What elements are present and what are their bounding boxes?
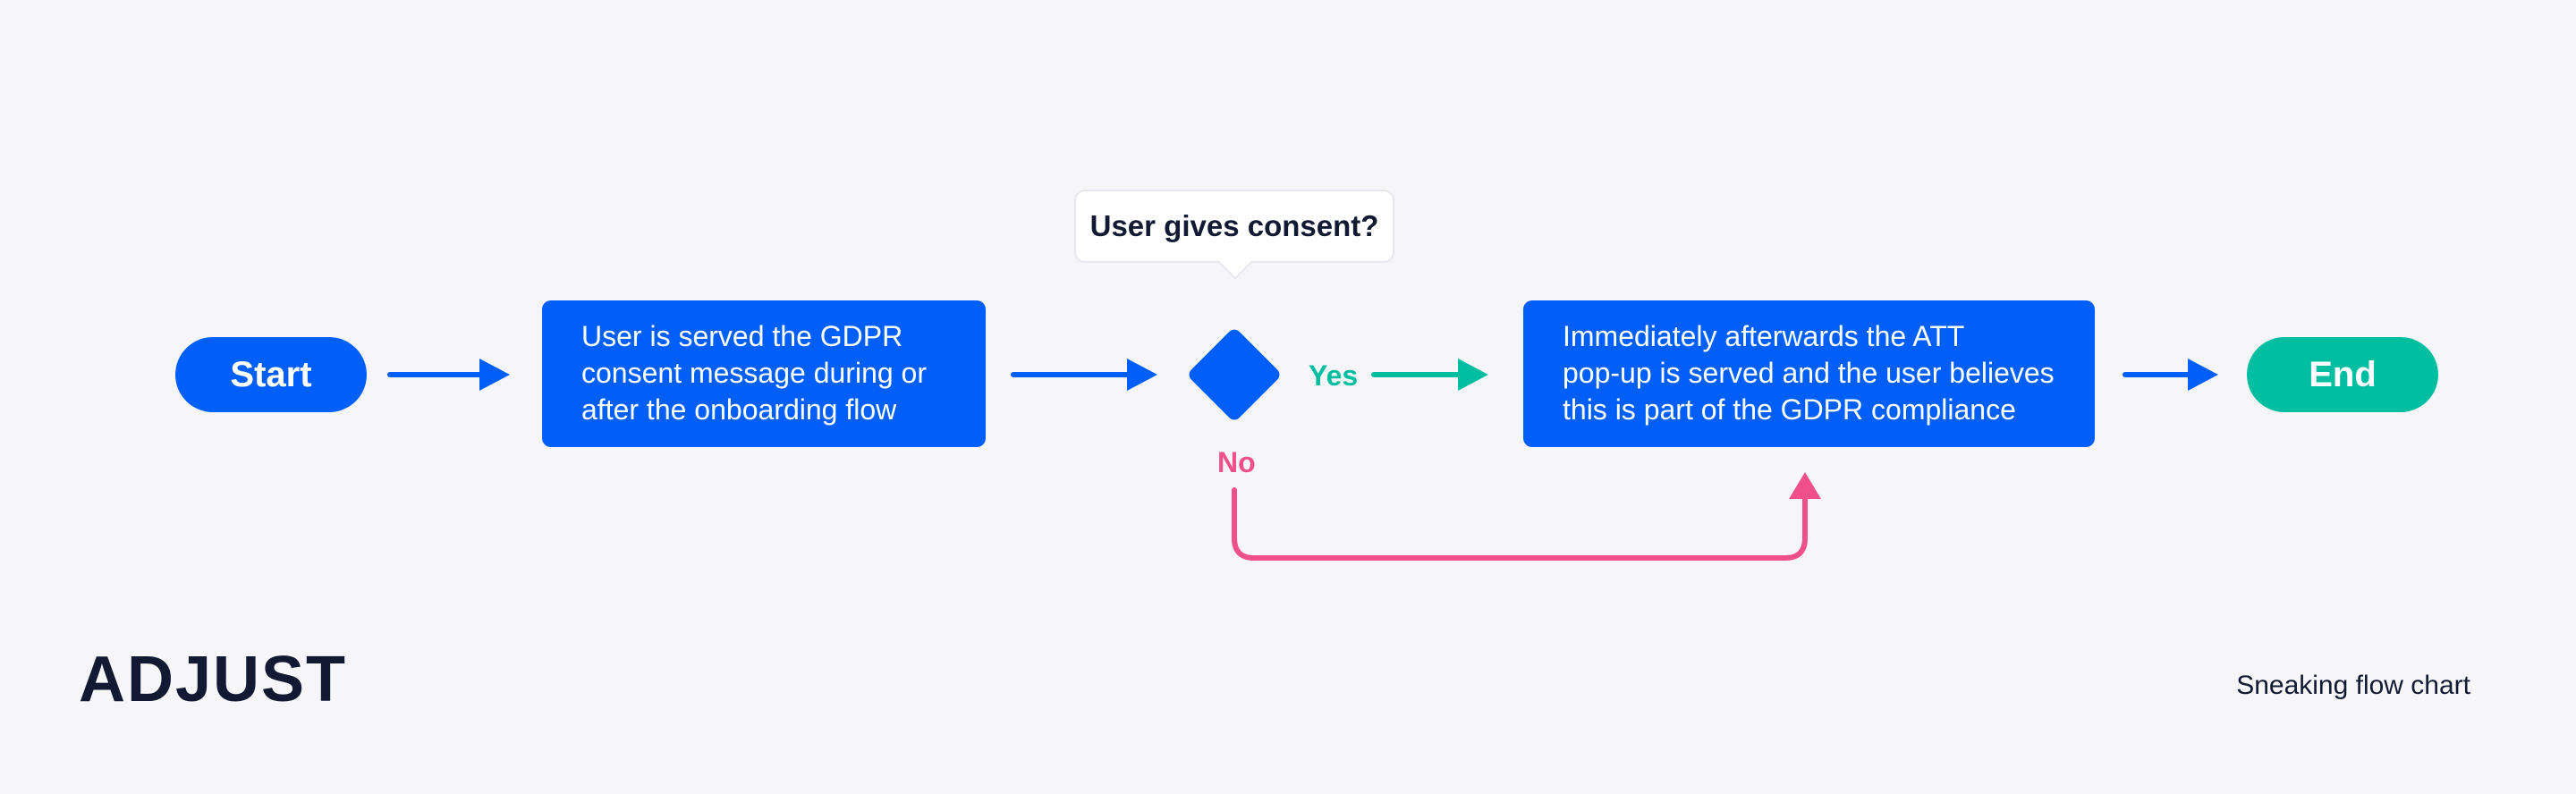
step1-line-1: User is served the GDPR — [581, 320, 903, 352]
step2-line-2: pop-up is served and the user believes — [1563, 357, 2055, 389]
arrow-yes-to-step2 — [1371, 359, 1488, 391]
adjust-logo-wordmark: ADJUST — [79, 644, 347, 715]
end-label: End — [2309, 354, 2377, 394]
adjust-logo: ADJUST — [79, 644, 424, 715]
arrow-step2-to-end — [2123, 359, 2218, 391]
adjust-logo-text: ADJUST — [79, 644, 347, 715]
step2-line-1: Immediately afterwards the ATT — [1563, 320, 1965, 352]
end-node: End — [2247, 337, 2438, 412]
step-att-popup: Immediately afterwards the ATT pop-up is… — [1523, 300, 2095, 447]
arrow-start-to-step1 — [387, 359, 510, 391]
step-gdpr-consent: User is served the GDPR consent message … — [542, 300, 986, 447]
step1-line-3: after the onboarding flow — [581, 393, 897, 426]
yes-label: Yes — [1309, 359, 1359, 392]
start-node: Start — [175, 337, 367, 412]
step2-line-3: this is part of the GDPR compliance — [1563, 393, 2016, 426]
arrow-step1-to-decision — [1011, 359, 1157, 391]
decision-question: User gives consent? — [1089, 209, 1379, 242]
chart-caption: Sneaking flow chart — [2236, 671, 2470, 700]
start-label: Start — [230, 354, 312, 394]
no-label: No — [1217, 446, 1256, 478]
arrow-no-loop — [1232, 472, 1821, 561]
step1-line-2: consent message during or — [581, 357, 927, 389]
